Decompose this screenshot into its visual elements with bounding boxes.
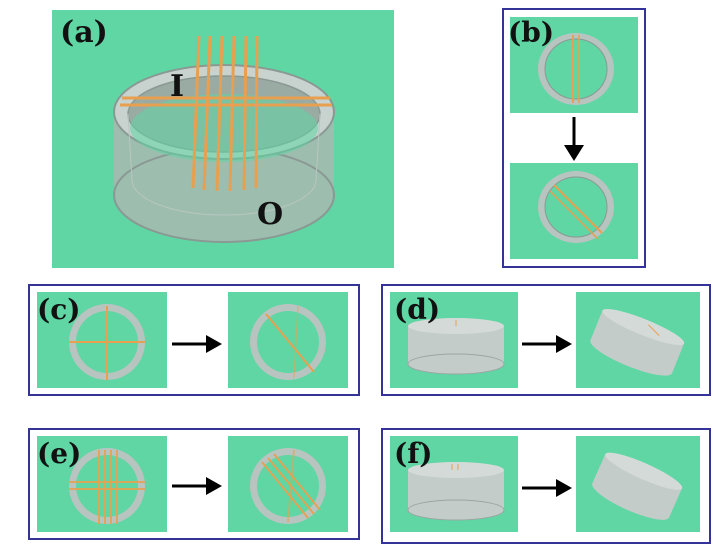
panel-d-left-drawing: [407, 318, 505, 375]
outer-label: O: [257, 197, 284, 232]
horizontal-rods: [120, 96, 332, 107]
panel-e-frame: [28, 428, 360, 540]
panel-d-frame: [381, 284, 711, 396]
panel-e-right-drawing: [250, 448, 326, 524]
panel-a: (a) I O: [52, 10, 394, 268]
panel-c-label: (c): [37, 293, 81, 326]
panel-c-left: (c): [37, 292, 167, 388]
panel-d-right: [576, 292, 700, 388]
panel-e-left: (e): [37, 436, 167, 532]
panel-e-label: (e): [37, 437, 82, 470]
panel-c-frame: [28, 284, 360, 396]
panel-d-label: (d): [394, 293, 441, 326]
vertical-rods: [191, 35, 259, 192]
panel-d-left: (d): [390, 292, 518, 388]
panel-a-drawing: [113, 35, 335, 243]
panel-b-frame: [502, 8, 646, 268]
panel-d-right-drawing: [590, 308, 685, 376]
panel-f-frame: [381, 428, 711, 544]
panel-f-right: [576, 436, 700, 532]
panel-b-bottom: [510, 163, 638, 259]
panel-f-left: (f): [390, 436, 518, 532]
arrow-right-icon: [522, 335, 572, 353]
panel-f-left-drawing: [407, 462, 505, 521]
arrow-right-icon: [522, 479, 572, 497]
panel-a-label: (a): [60, 15, 108, 50]
panel-c-right: [228, 292, 348, 388]
arrow-right-icon: [172, 335, 222, 353]
panel-b-top: (b): [510, 17, 638, 113]
panel-b-top-drawing: [538, 33, 614, 105]
arrow-down-icon: [564, 117, 584, 161]
inner-label: I: [170, 69, 185, 104]
panel-f-right-drawing: [592, 452, 683, 520]
panel-b-label: (b): [510, 17, 555, 49]
panel-b-bottom-drawing: [538, 171, 614, 243]
panel-c-right-drawing: [250, 304, 326, 380]
panel-e-left-drawing: [69, 448, 145, 524]
panel-f-label: (f): [394, 437, 433, 470]
panel-c-left-drawing: [69, 304, 145, 380]
arrow-right-icon: [172, 477, 222, 495]
panel-e-right: [228, 436, 348, 532]
